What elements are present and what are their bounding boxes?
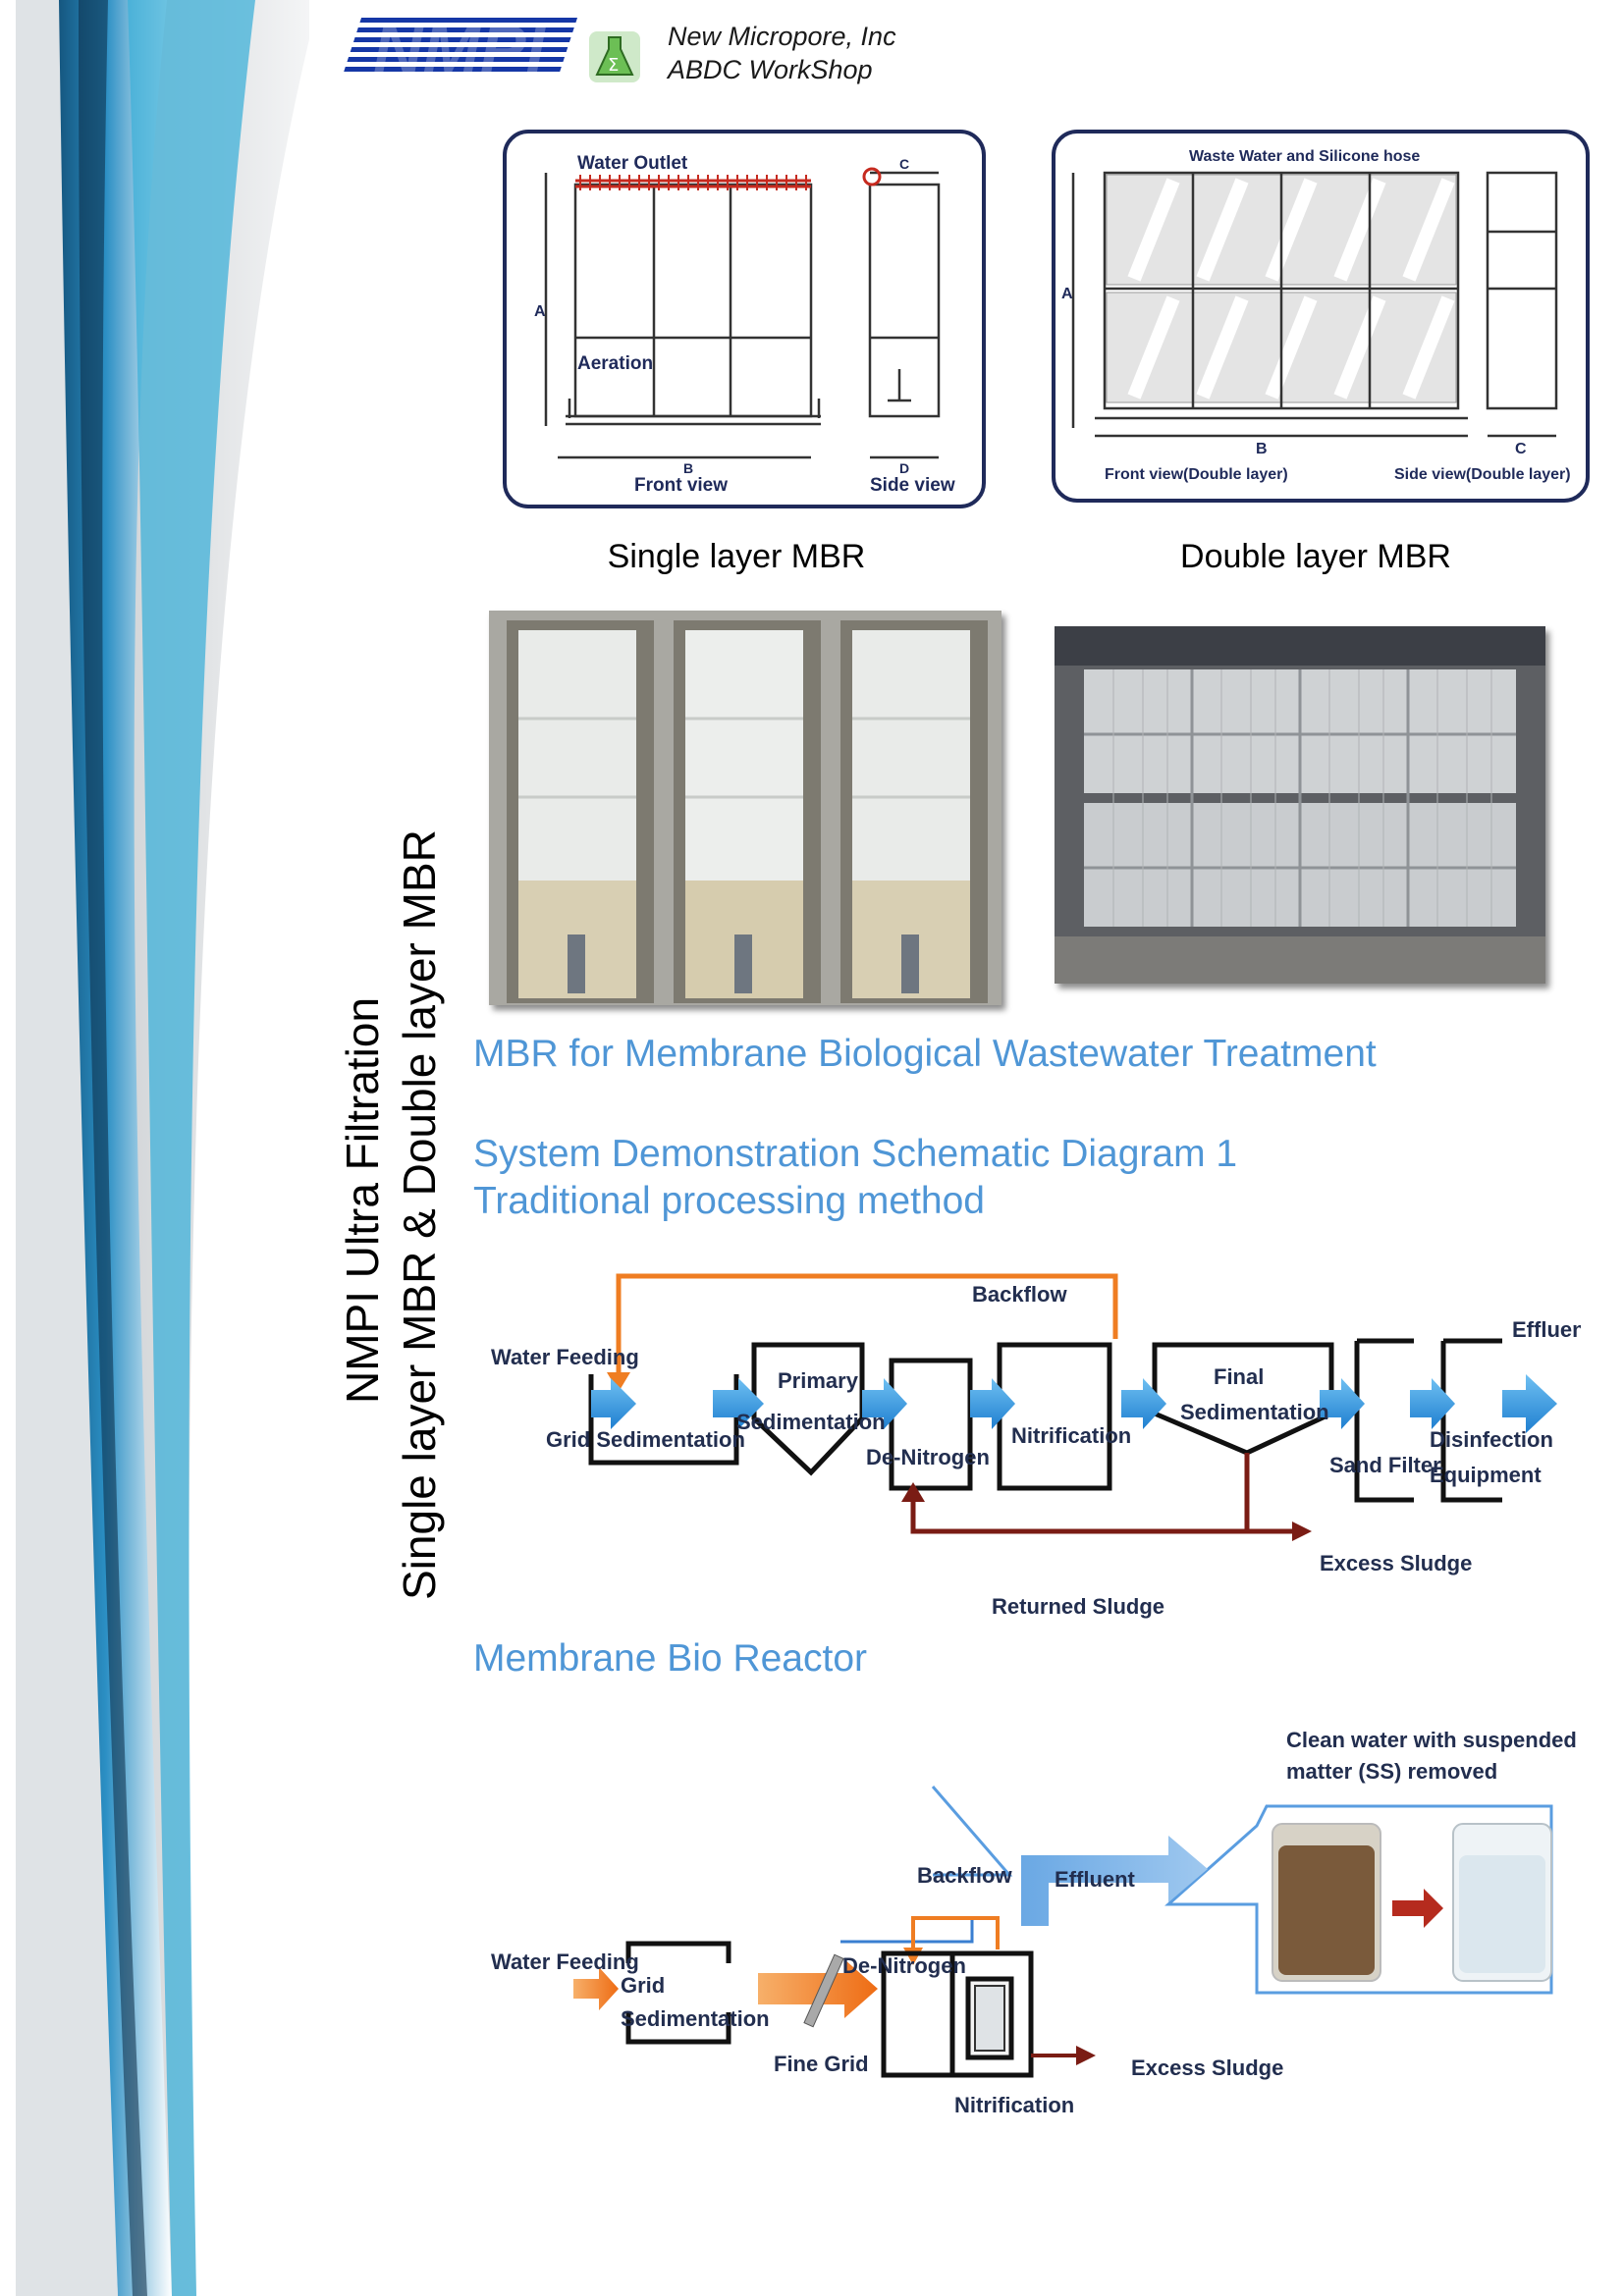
d2-effluent-arrow [1021, 1836, 1208, 1926]
flow-arrow-7 [1410, 1378, 1455, 1429]
d1-disinfection-label: Disinfection [1430, 1427, 1553, 1452]
backflow-arrowhead [607, 1372, 630, 1392]
d2-nitrification-label: Nitrification [954, 2093, 1074, 2117]
flow-arrow-5 [1121, 1378, 1166, 1429]
d2-fine-grid-label: Fine Grid [774, 2052, 869, 2076]
d2-water-feeding-label: Water Feeding [491, 1949, 639, 1974]
flow-arrow-1 [591, 1378, 636, 1429]
d1-effluent-label: Effluent [1512, 1317, 1581, 1342]
system-diagram-heading: System Demonstration Schematic Diagram 1 [473, 1133, 1238, 1175]
d2-clean-water-line1: Clean water with suspended [1286, 1728, 1577, 1752]
nmpi-logo: NMPI [344, 12, 578, 80]
decorative-wave-band [0, 0, 309, 2296]
water-outlet-label: Water Outlet [577, 153, 688, 174]
clean-transform-arrow [1392, 1889, 1443, 1928]
d1-excess-sludge-label: Excess Sludge [1320, 1551, 1472, 1575]
returned-sludge-arrowhead [901, 1482, 925, 1502]
d1-water-feeding-label: Water Feeding [491, 1345, 639, 1369]
single-layer-caption: Single layer MBR [607, 538, 866, 575]
side-view-label: Side view [870, 475, 955, 496]
d2-grid-label: Grid [621, 1973, 665, 1998]
double-front-view-label: Front view(Double layer) [1105, 466, 1288, 483]
d2-grid-sedimentation-tank [625, 1941, 731, 2045]
membrane-bio-reactor-diagram: Clean water with suspended matter (SS) r… [491, 1728, 1577, 2117]
dim-b-label: B [683, 460, 693, 476]
flow-arrow-3 [862, 1378, 907, 1429]
nitrification-tank [997, 1342, 1112, 1491]
membrane-module-icon [965, 1976, 1014, 2060]
final-sedimentation-tank [1152, 1342, 1334, 1456]
company-line2: ABDC WorkShop [668, 55, 873, 84]
backflow-line [616, 1273, 1118, 1374]
d2-effluent-label: Effluent [1055, 1867, 1136, 1892]
company-name: New Micropore, Inc ABDC WorkShop [668, 20, 896, 86]
d1-sedimentation-label: Sedimentation [736, 1410, 886, 1434]
d1-sand-filter-label: Sand Filter [1329, 1453, 1441, 1477]
d2-flow-arrow [758, 1959, 878, 2018]
primary-sedimentation-tank [751, 1342, 865, 1476]
d2-water-feeding-arrow [573, 1967, 619, 2010]
d2-de-nitrogen-label: De-Nitrogen [842, 1953, 966, 1978]
d2-excess-sludge-arrowhead [1076, 2046, 1096, 2065]
double-dim-a-label: A [1061, 286, 1073, 302]
d1-final-label: Final [1214, 1364, 1264, 1389]
sand-filter-tank [1354, 1338, 1414, 1503]
aeration-label: Aeration [577, 353, 653, 374]
d1-final-sedimentation-label: Sedimentation [1180, 1400, 1329, 1424]
double-layer-drawing: Waste Water and Silicone hose Front view… [1052, 130, 1590, 503]
single-layer-drawing: Water Outlet Aeration Front view Side vi… [503, 130, 986, 508]
callout-pointer [931, 1786, 1013, 1877]
flow-arrow-effluent [1502, 1374, 1557, 1433]
d1-primary-label: Primary [778, 1368, 859, 1393]
flow-arrow-2 [713, 1378, 764, 1429]
waste-water-label: Waste Water and Silicone hose [1189, 148, 1420, 165]
d2-reactor-tank [881, 1950, 1034, 2078]
traditional-method-heading: Traditional processing method [473, 1180, 985, 1222]
company-line1: New Micropore, Inc [668, 22, 896, 51]
clean-water-beaker [1452, 1823, 1552, 1982]
dim-a-label: A [534, 303, 546, 320]
d2-backflow-line [911, 1916, 1000, 1949]
flask-icon: Σ [589, 31, 640, 82]
de-nitrogen-tank [889, 1358, 973, 1491]
d2-clean-water-line2: matter (SS) removed [1286, 1759, 1497, 1784]
svg-text:NMPI: NMPI [373, 12, 547, 80]
d1-equipment-label: Equipment [1430, 1463, 1542, 1487]
d2-excess-sludge-label: Excess Sludge [1131, 2056, 1283, 2080]
vertical-title-line1: NMPI Ultra Filtration [337, 996, 388, 1404]
excess-sludge-arrowhead [1292, 1522, 1312, 1541]
d2-sedimentation-label: Sedimentation [621, 2006, 770, 2031]
mbr-heading: MBR for Membrane Biological Wastewater T… [473, 1033, 1377, 1075]
returned-sludge-line [910, 1453, 1250, 1534]
vertical-title-line2: Single layer MBR & Double layer MBR [394, 829, 445, 1600]
single-layer-mbr-photo [489, 611, 1001, 1005]
dim-d-label: D [899, 460, 909, 476]
flow-arrow-6 [1320, 1378, 1365, 1429]
front-view-label: Front view [634, 475, 728, 496]
dim-c-label: C [899, 156, 909, 172]
traditional-process-diagram: Backflow Effluent Water Feeding Grid Sed… [491, 1273, 1581, 1619]
d1-returned-sludge-label: Returned Sludge [992, 1594, 1164, 1619]
double-dim-b-label: B [1256, 441, 1268, 457]
effluent-pipe-outline [840, 1916, 974, 1944]
double-side-view-label: Side view(Double layer) [1394, 466, 1571, 483]
double-dim-c-label: C [1515, 441, 1527, 457]
d1-de-nitrogen-label: De-Nitrogen [866, 1445, 990, 1469]
svg-text:Σ: Σ [608, 55, 619, 76]
flow-arrow-4 [970, 1378, 1015, 1429]
d1-grid-sedimentation-label: Grid Sedimentation [546, 1427, 745, 1452]
d1-backflow-label: Backflow [972, 1282, 1067, 1307]
membrane-bio-reactor-heading: Membrane Bio Reactor [473, 1637, 868, 1680]
dirty-water-beaker [1272, 1823, 1381, 1982]
fine-grid-icon [803, 1953, 844, 2028]
double-layer-caption: Double layer MBR [1180, 538, 1451, 575]
d2-backflow-label: Backflow [917, 1863, 1012, 1888]
grid-sedimentation-tank [588, 1374, 739, 1466]
double-layer-mbr-photo [1055, 626, 1545, 984]
d1-nitrification-label: Nitrification [1011, 1423, 1131, 1448]
